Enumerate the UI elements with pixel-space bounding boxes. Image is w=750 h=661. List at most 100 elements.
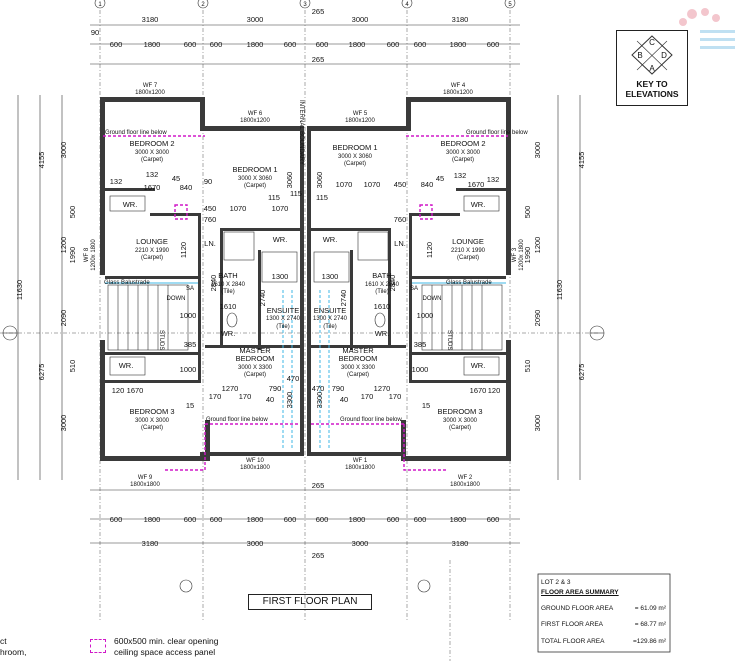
ground-floor-lines: [103, 135, 508, 471]
dim-right-overall: 11630: [555, 280, 564, 300]
svg-text:1610 X 2840: 1610 X 2840: [365, 282, 400, 288]
area-row: TOTAL FLOOR AREA =129.86 m²: [541, 637, 666, 645]
key-to-elevations-frame: [616, 30, 688, 106]
key-diagram: C B D A: [631, 35, 673, 75]
room-wr-2: WR.: [471, 200, 486, 209]
room-down-1: DOWN: [167, 296, 186, 302]
svg-text:385: 385: [414, 340, 427, 349]
dim-right-sub-1: 3000: [533, 142, 542, 159]
room-wr-7: WR.: [119, 361, 134, 370]
dim-top-265-b: 265: [312, 55, 325, 64]
room-wr-8: WR.: [471, 361, 486, 370]
svg-text:790: 790: [332, 384, 345, 393]
svg-text:170: 170: [209, 392, 222, 401]
svg-text:170: 170: [389, 392, 402, 401]
room-bath-left: BATH: [218, 271, 237, 280]
window-wf2: WF 2: [458, 475, 473, 481]
svg-text:132: 132: [454, 171, 467, 180]
room-sa-2: SA: [410, 286, 418, 292]
svg-text:760: 760: [204, 215, 217, 224]
svg-text:(Carpet): (Carpet): [457, 255, 479, 261]
svg-text:760: 760: [394, 215, 407, 224]
room-lounge-left: LOUNGE: [136, 237, 168, 246]
svg-text:(Tile): (Tile): [221, 289, 234, 295]
room-bedroom2-left: BEDROOM 2: [129, 139, 174, 148]
gf-line-label-4: Ground floor line below: [340, 417, 402, 423]
gf-line-label-2: Ground floor line below: [466, 130, 528, 136]
dim-left-lower: 6275: [37, 364, 46, 381]
svg-text:170: 170: [361, 392, 374, 401]
svg-text:(Carpet): (Carpet): [244, 183, 266, 189]
svg-text:45: 45: [436, 174, 444, 183]
room-bath-right: BATH: [372, 271, 391, 280]
svg-text:132: 132: [110, 177, 123, 186]
svg-text:450: 450: [204, 204, 217, 213]
area-summary-header: FLOOR AREA SUMMARY: [541, 589, 619, 597]
svg-text:(Carpet): (Carpet): [452, 157, 474, 163]
dim-left-500: 500: [68, 206, 77, 219]
svg-text:1070: 1070: [230, 204, 247, 213]
svg-text:1670: 1670: [470, 386, 487, 395]
window-wf10: WF 10: [246, 458, 264, 464]
ground-floor-labels: Ground floor line below Ground floor lin…: [104, 100, 528, 423]
svg-text:1270: 1270: [222, 384, 239, 393]
dim-bot-seg-4: 600: [210, 515, 223, 524]
area-summary-frame: [537, 573, 671, 653]
svg-text:3300: 3300: [315, 392, 324, 409]
svg-text:132: 132: [146, 170, 159, 179]
window-wf5: WF 5: [353, 111, 368, 117]
dim-bot-seg-12: 600: [487, 515, 500, 524]
dim-top-3: 3000: [352, 15, 369, 24]
dim-right-upper: 4155: [577, 152, 586, 169]
svg-text:(Tile): (Tile): [323, 324, 336, 330]
svg-text:115: 115: [268, 193, 280, 202]
svg-text:2210 X 1990: 2210 X 1990: [135, 248, 170, 254]
svg-text:2840: 2840: [209, 275, 218, 292]
svg-text:40: 40: [266, 395, 274, 404]
dim-left-overall: 11630: [15, 280, 24, 300]
svg-text:15: 15: [186, 401, 194, 410]
dim-bot-2: 3000: [247, 539, 264, 548]
key-letter-d: D: [661, 51, 667, 60]
room-bedroom1-left: BEDROOM 1: [232, 165, 277, 174]
svg-text:120: 120: [112, 386, 125, 395]
svg-text:(Tile): (Tile): [375, 289, 388, 295]
dim-right-lower: 6275: [577, 364, 586, 381]
dim-seg-10: 600: [414, 40, 427, 49]
access-panel-legend: 600x500 min. clear opening ceiling space…: [114, 636, 219, 657]
area-row: GROUND FLOOR AREA = 61.09 m²: [541, 605, 666, 613]
svg-text:2840: 2840: [388, 275, 397, 292]
svg-text:(Carpet): (Carpet): [244, 372, 266, 378]
svg-text:3000 X 3060: 3000 X 3060: [238, 176, 273, 182]
window-wf2-size: 1800x1800: [450, 482, 480, 488]
side-dimensions: 11630 4155 6275 3000 1200 2090 3000 1163…: [15, 95, 586, 480]
window-wf5-size: 1800x1200: [345, 118, 375, 124]
room-wr-3: WR.: [273, 235, 288, 244]
svg-text:115: 115: [316, 193, 328, 202]
dim-bot-seg-10: 600: [414, 515, 427, 524]
room-wr-4: WR.: [323, 235, 338, 244]
dim-seg-8: 1800: [349, 40, 366, 49]
dim-right-1990: 1990: [523, 247, 532, 264]
svg-text:(Carpet): (Carpet): [347, 372, 369, 378]
window-wf8-size: 1200x 1800: [91, 239, 97, 271]
left-note-fragment: ct hroom,: [0, 636, 27, 657]
room-studs-2: STUDS: [446, 330, 452, 350]
svg-text:385: 385: [184, 340, 197, 349]
svg-text:1270: 1270: [374, 384, 391, 393]
area-row: FIRST FLOOR AREA = 68.77 m²: [541, 621, 666, 629]
svg-text:90: 90: [204, 177, 212, 186]
plan-title: FIRST FLOOR PLAN: [248, 594, 372, 610]
dim-seg-5: 1800: [247, 40, 264, 49]
room-bedroom3-right: BEDROOM 3: [437, 407, 482, 416]
svg-text:3000 X 3000: 3000 X 3000: [135, 418, 170, 424]
svg-text:1300 X 2740: 1300 X 2740: [266, 316, 301, 322]
room-sa-1: SA: [186, 286, 194, 292]
svg-text:470: 470: [287, 374, 300, 383]
svg-text:2740: 2740: [258, 290, 267, 307]
svg-text:840: 840: [421, 180, 434, 189]
window-wf6: WF 6: [248, 111, 263, 117]
dim-left-1990: 1990: [68, 247, 77, 264]
svg-text:1000: 1000: [417, 311, 434, 320]
dim-bot-seg-1: 600: [110, 515, 123, 524]
